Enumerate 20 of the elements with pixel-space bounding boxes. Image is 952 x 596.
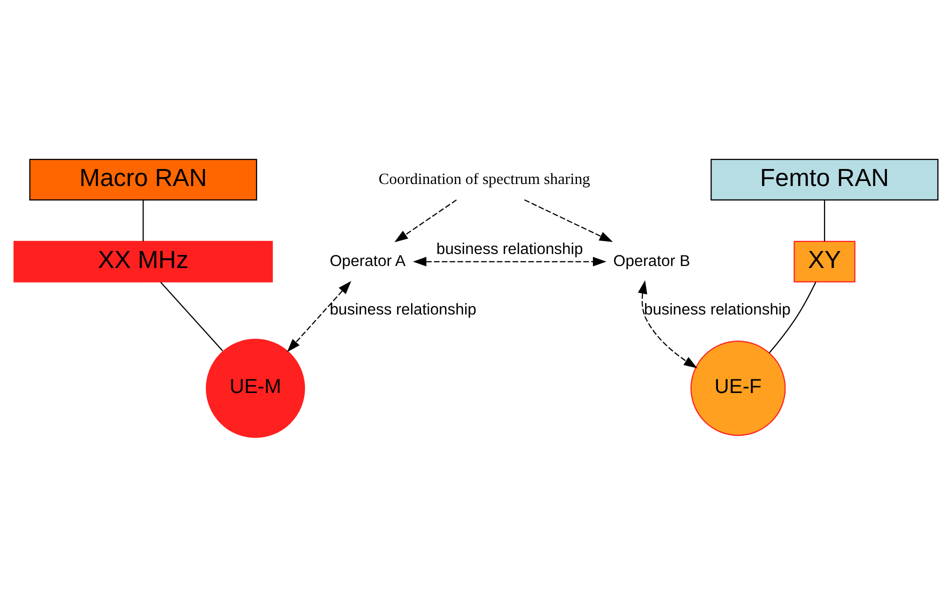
- edge-label: business relationship: [436, 240, 584, 258]
- arrow: [524, 198, 613, 242]
- edge-label: business relationship: [644, 301, 791, 318]
- connector: [160, 281, 224, 351]
- connector: [824, 200, 826, 241]
- arrow: [287, 280, 352, 352]
- arrow: [394, 198, 457, 242]
- node-circle: UE-F: [690, 340, 786, 436]
- node-box: XX MHz: [14, 240, 273, 282]
- connector: [142, 200, 144, 241]
- arrow: [638, 280, 698, 368]
- node-box: Macro RAN: [29, 158, 258, 200]
- node-box: XY: [794, 240, 856, 282]
- edge-label: business relationship: [330, 301, 476, 318]
- node-text: Coordination of spectrum sharing: [378, 170, 590, 188]
- node-text: Operator B: [613, 252, 690, 270]
- connector: [768, 281, 816, 353]
- node-box: Femto RAN: [710, 158, 938, 200]
- node-text: Operator A: [330, 252, 406, 270]
- arrow: [412, 256, 606, 266]
